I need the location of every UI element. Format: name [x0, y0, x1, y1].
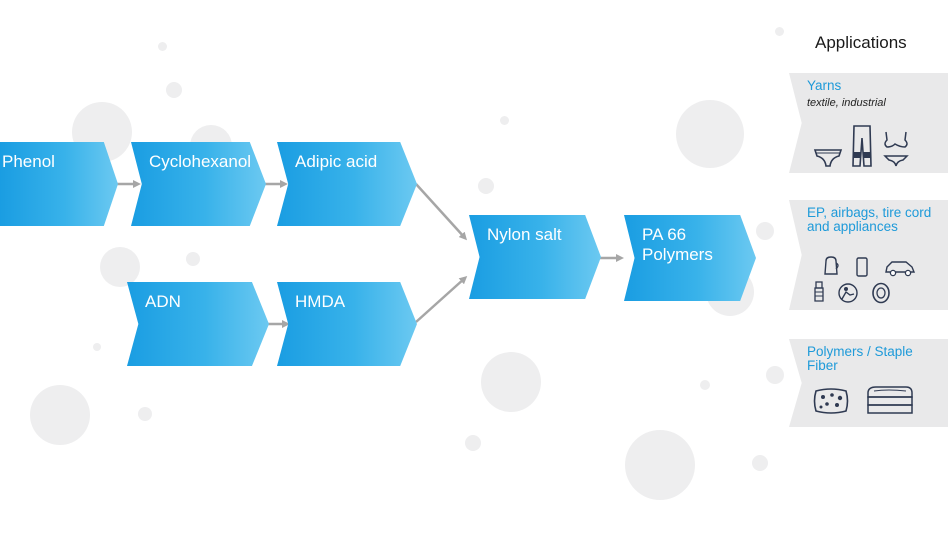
airbag-icon	[838, 283, 858, 303]
step-hmda: HMDA	[277, 282, 417, 366]
step-label-line1: PA 66	[642, 225, 687, 244]
step-label-line2: Polymers	[642, 245, 713, 264]
yarns-icons	[813, 124, 911, 168]
step-adipic-acid: Adipic acid	[277, 142, 417, 226]
background-bubble	[625, 430, 695, 500]
phone-icon	[856, 257, 868, 277]
arrow-adipic-to-nylon	[415, 183, 468, 241]
application-title-line2: and appliances	[807, 219, 898, 234]
background-bubble	[766, 366, 784, 384]
step-adn: ADN	[127, 282, 269, 366]
arrow-hmda-to-nylon	[415, 275, 468, 323]
bikini-icon	[883, 131, 909, 167]
sponge-icon	[813, 388, 849, 414]
step-nylon-salt: Nylon salt	[469, 215, 601, 299]
background-bubble	[481, 352, 541, 412]
background-bubble	[500, 116, 509, 125]
polymers-icons	[812, 383, 914, 417]
ep-icons-top	[822, 255, 916, 277]
background-bubble	[775, 27, 784, 36]
step-phenol: Phenol	[0, 142, 118, 226]
folded-towels-icon	[867, 386, 913, 414]
background-bubble	[478, 178, 494, 194]
step-label: Phenol	[2, 152, 55, 171]
kettle-icon	[824, 256, 839, 275]
step-pa66-polymers: PA 66 Polymers	[624, 215, 756, 301]
application-subtitle: textile, industrial	[807, 97, 886, 109]
background-bubble	[465, 435, 481, 451]
background-bubble	[166, 82, 182, 98]
background-bubble	[676, 100, 744, 168]
spark-plug-icon	[814, 281, 824, 302]
background-bubble	[30, 385, 90, 445]
ep-icons-bottom	[813, 280, 891, 304]
applications-header: Applications	[815, 33, 907, 52]
leggings-icon	[852, 125, 872, 167]
step-label: Adipic acid	[295, 152, 378, 171]
step-label: Nylon salt	[487, 225, 562, 244]
background-bubble	[100, 247, 140, 287]
application-title-line1: Polymers / Staple	[807, 344, 913, 359]
tire-icon	[872, 282, 890, 304]
car-icon	[885, 261, 916, 277]
briefs-icon	[813, 149, 843, 167]
application-title-line2: Fiber	[807, 358, 838, 373]
background-bubble	[186, 252, 200, 266]
application-title: Yarns	[807, 78, 842, 93]
application-title-line1: EP, airbags, tire cord	[807, 205, 932, 220]
step-label: HMDA	[295, 292, 346, 311]
background-bubble	[700, 380, 710, 390]
step-label: ADN	[145, 292, 181, 311]
background-bubble	[756, 222, 774, 240]
step-label: Cyclohexanol	[149, 152, 252, 171]
background-bubble	[138, 407, 152, 421]
application-ep-airbags: EP, airbags, tire cord and appliances	[789, 200, 948, 310]
background-bubble	[752, 455, 768, 471]
background-bubble	[158, 42, 167, 51]
step-cyclohexanol: Cyclohexanol	[131, 142, 266, 226]
background-bubble	[93, 343, 101, 351]
